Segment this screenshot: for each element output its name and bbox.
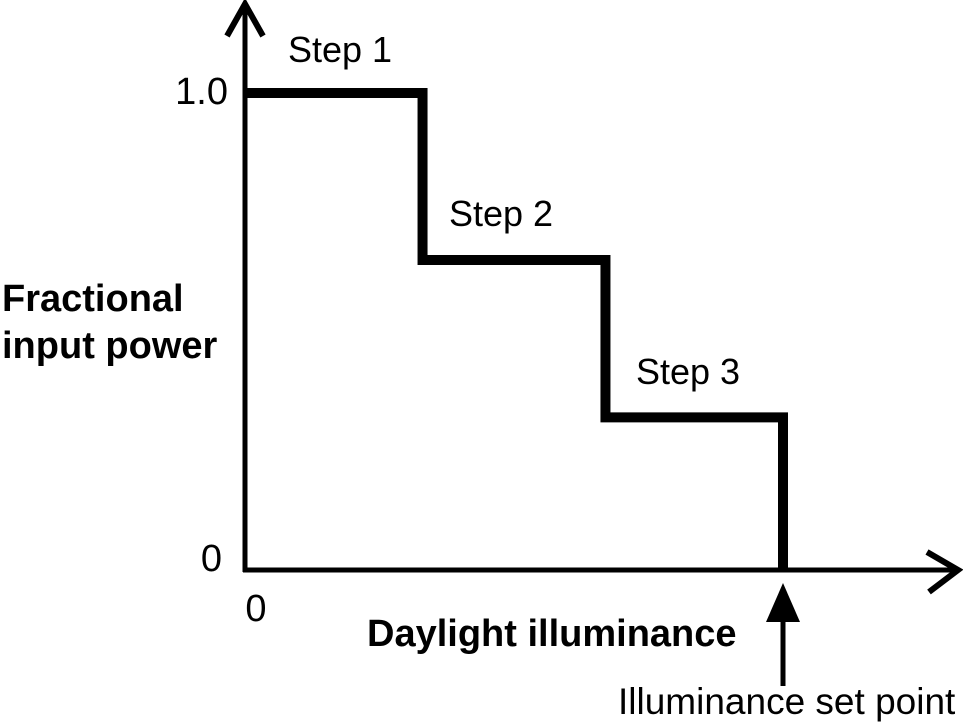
step-curve <box>245 88 788 570</box>
y-axis-title-line-1: Fractional <box>2 278 184 320</box>
setpoint-label: Illuminance set point <box>618 681 956 722</box>
setpoint-arrowhead <box>766 583 800 622</box>
y-axis-title-line-2: input power <box>2 325 218 367</box>
step-1-label: Step 1 <box>288 29 392 70</box>
x-axis-title: Daylight illuminance <box>367 613 737 655</box>
x-tick-0: 0 <box>245 588 266 630</box>
y-tick-1.0: 1.0 <box>175 71 228 113</box>
step-2-label: Step 2 <box>449 193 553 234</box>
x-axis-arrowhead <box>925 549 963 595</box>
step-3-label: Step 3 <box>636 351 740 392</box>
y-tick-0: 0 <box>201 538 222 580</box>
y-axis-arrowhead <box>224 0 266 38</box>
